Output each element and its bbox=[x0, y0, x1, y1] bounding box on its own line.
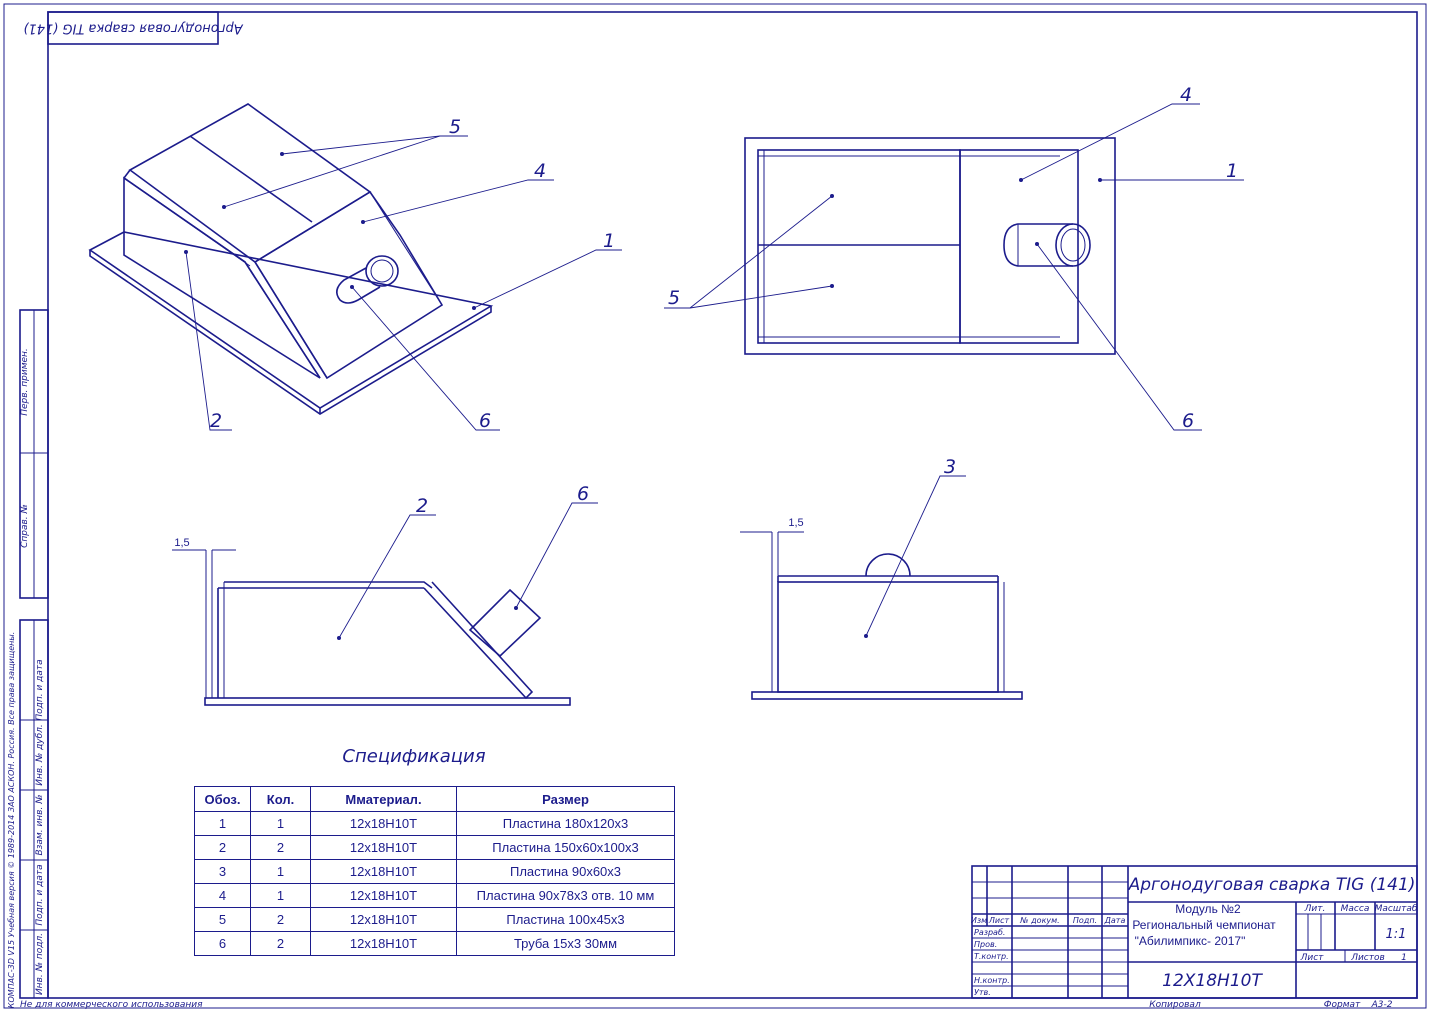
callout-2-iso: 2 bbox=[210, 410, 222, 432]
spec-col-material: Мматериал. bbox=[310, 786, 457, 812]
spec-cell: 2 bbox=[250, 907, 311, 932]
footer-note: Не для коммерческого использования bbox=[20, 1000, 203, 1010]
side-view bbox=[740, 475, 1023, 700]
spec-cell: 12х18Н10Т bbox=[310, 883, 457, 908]
dim-1-5-side: 1,5 bbox=[788, 517, 803, 529]
spec-cell: 2 bbox=[250, 931, 311, 956]
tb-kopiroval: Копировал bbox=[1149, 1000, 1201, 1010]
title-block bbox=[971, 865, 1418, 999]
tb-lit: Лит. bbox=[1304, 904, 1326, 914]
side-label-inv-podl: Инв. № подл. bbox=[35, 933, 45, 995]
tb-event2: "Абилимпикс- 2017" bbox=[1135, 934, 1246, 948]
spec-cell: 12х18Н10Т bbox=[310, 931, 457, 956]
side-label-sprav: Справ. № bbox=[20, 504, 30, 548]
spec-cell: 2 bbox=[250, 835, 311, 860]
tb-doc-title: Аргонодуговая сварка TIG (141) bbox=[1128, 875, 1416, 895]
front-view bbox=[172, 502, 598, 706]
callout-6-iso: 6 bbox=[479, 410, 491, 432]
isometric-view bbox=[88, 103, 622, 431]
callout-6-top: 6 bbox=[1182, 410, 1194, 432]
tb-col-podp: Подп. bbox=[1073, 916, 1097, 925]
side-label-podp1: Подп. и дата bbox=[35, 659, 45, 720]
tb-masshtab: Масштаб bbox=[1375, 904, 1418, 914]
spec-cell: Труба 15х3 30мм bbox=[456, 931, 675, 956]
left-binding-strip: Перв. примен. Справ. № Подп. и дата Инв.… bbox=[7, 309, 49, 1008]
spec-cell: Пластина 180х120х3 bbox=[456, 811, 675, 836]
callout-1-top: 1 bbox=[1226, 160, 1238, 182]
side-label-podp2: Подп. и дата bbox=[35, 864, 45, 925]
callout-5-iso: 5 bbox=[449, 116, 461, 138]
tb-format: Формат bbox=[1324, 1000, 1361, 1010]
table-row: 1 1 12х18Н10Т Пластина 180х120х3 bbox=[194, 811, 675, 836]
tb-scale-val: 1:1 bbox=[1386, 927, 1407, 942]
tb-row-prov: Пров. bbox=[974, 940, 997, 949]
spec-cell: 4 bbox=[194, 883, 251, 908]
table-row: 6 2 12х18Н10Т Труба 15х3 30мм bbox=[194, 931, 675, 956]
side-copyright: КОМПАС-3D V15 Учебная версия © 1989-2014… bbox=[7, 632, 16, 1008]
spec-col-kol: Кол. bbox=[250, 786, 311, 812]
tb-massa: Масса bbox=[1341, 904, 1370, 914]
outer-frame bbox=[3, 3, 1427, 1009]
tb-row-razrab: Разраб. bbox=[974, 928, 1005, 937]
side-label-vzam: Взам. инв. № bbox=[35, 794, 45, 855]
spec-header-row: Обоз. Кол. Мматериал. Размер bbox=[194, 786, 675, 812]
tb-listov-val: 1 bbox=[1401, 953, 1407, 963]
spec-col-razmer: Размер bbox=[456, 786, 675, 812]
spec-cell: 1 bbox=[194, 811, 251, 836]
table-row: 4 1 12х18Н10Т Пластина 90х78х3 отв. 10 м… bbox=[194, 883, 675, 908]
spec-table: Обоз. Кол. Мматериал. Размер 1 1 12х18Н1… bbox=[194, 786, 675, 956]
spec-cell: Пластина 90х60х3 bbox=[456, 859, 675, 884]
tb-row-tkontr: Т.контр. bbox=[974, 952, 1009, 961]
spec-title: Спецификация bbox=[342, 746, 485, 767]
tb-row-nkontr: Н.контр. bbox=[974, 976, 1010, 985]
spec-cell: 12х18Н10Т bbox=[310, 907, 457, 932]
spec-cell: 1 bbox=[250, 883, 311, 908]
table-row: 5 2 12х18Н10Т Пластина 100х45х3 bbox=[194, 907, 675, 932]
callout-2-front: 2 bbox=[416, 495, 428, 517]
top-stamp-text: Аргонодуговая сварка TIG (141) bbox=[23, 21, 243, 36]
side-label-inv-dubl: Инв. № дубл. bbox=[35, 724, 45, 786]
tb-material: 12Х18Н10Т bbox=[1162, 971, 1263, 991]
callout-5-top: 5 bbox=[668, 287, 680, 309]
tb-list: Лист bbox=[1300, 953, 1325, 963]
table-row: 2 2 12х18Н10Т Пластина 150х60х100х3 bbox=[194, 835, 675, 860]
callout-1-iso: 1 bbox=[603, 230, 615, 252]
spec-cell: Пластина 90х78х3 отв. 10 мм bbox=[456, 883, 675, 908]
callout-3-side: 3 bbox=[944, 456, 956, 478]
top-view bbox=[664, 103, 1244, 431]
spec-cell: 2 bbox=[194, 835, 251, 860]
spec-cell: 12х18Н10Т bbox=[310, 835, 457, 860]
spec-cell: 3 bbox=[194, 859, 251, 884]
tb-col-ndok: № докум. bbox=[1019, 916, 1059, 925]
tb-listov: Листов bbox=[1350, 953, 1385, 963]
side-label-perv: Перв. примен. bbox=[20, 348, 30, 416]
tb-col-list: Лист bbox=[988, 916, 1010, 925]
spec-cell: 5 bbox=[194, 907, 251, 932]
tb-col-data: Дата bbox=[1104, 916, 1126, 925]
spec-col-oboz: Обоз. bbox=[194, 786, 251, 812]
callout-6-front: 6 bbox=[577, 483, 589, 505]
spec-cell: Пластина 100х45х3 bbox=[456, 907, 675, 932]
tb-module: Модуль №2 bbox=[1175, 902, 1241, 916]
spec-cell: 1 bbox=[250, 859, 311, 884]
spec-cell: 12х18Н10Т bbox=[310, 811, 457, 836]
spec-cell: 6 bbox=[194, 931, 251, 956]
tb-col-izm: Изм bbox=[971, 916, 987, 925]
dim-1-5-front: 1,5 bbox=[174, 537, 189, 549]
tb-event1: Региональный чемпионат bbox=[1132, 918, 1276, 932]
callout-4-top: 4 bbox=[1180, 84, 1192, 106]
callout-4-iso: 4 bbox=[534, 160, 546, 182]
top-stamp-box bbox=[47, 11, 219, 45]
tb-format-val: А3-2 bbox=[1371, 1000, 1393, 1010]
spec-cell: Пластина 150х60х100х3 bbox=[456, 835, 675, 860]
spec-cell: 1 bbox=[250, 811, 311, 836]
tb-row-utv: Утв. bbox=[974, 988, 991, 997]
table-row: 3 1 12х18Н10Т Пластина 90х60х3 bbox=[194, 859, 675, 884]
spec-cell: 12х18Н10Т bbox=[310, 859, 457, 884]
